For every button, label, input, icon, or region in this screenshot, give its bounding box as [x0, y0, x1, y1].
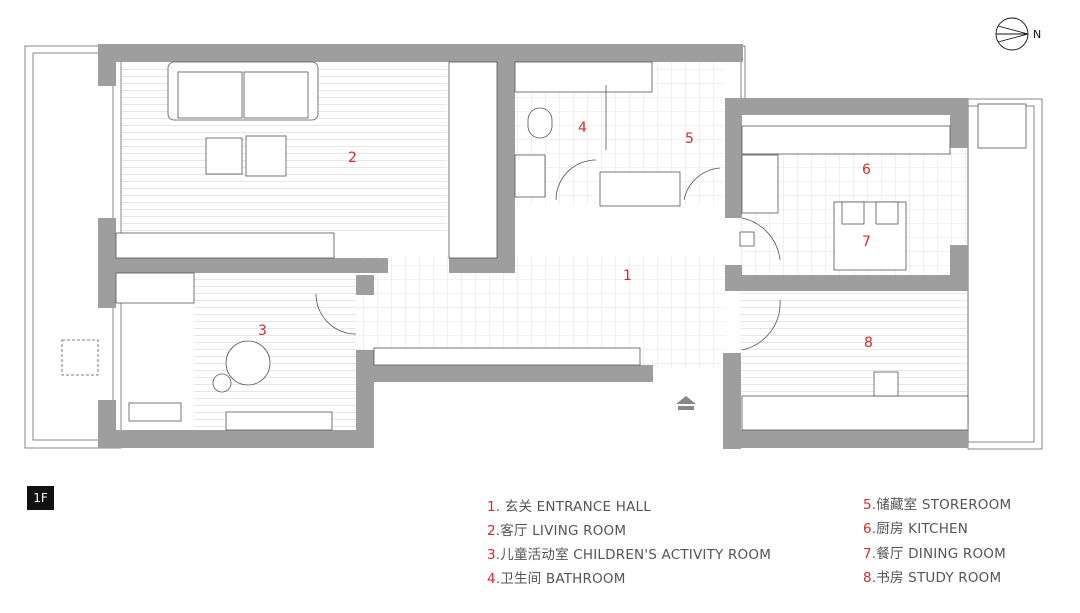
legend-label-1: 1. 玄关 ENTRANCE HALL — [487, 499, 651, 515]
legend-label-7: 7.餐厅 DINING ROOM — [863, 546, 1006, 562]
legend-item-8: 8.书房 STUDY ROOM — [863, 566, 1001, 586]
floor-badge: 1F — [27, 486, 54, 510]
room-number-7: 7 — [862, 234, 871, 250]
room-number-6: 6 — [862, 162, 871, 178]
legend-item-5: 5.储藏室 STOREROOM — [863, 493, 1011, 513]
legend-item-2: 2.客厅 LIVING ROOM — [487, 519, 626, 539]
legend-item-6: 6.厨房 KITCHEN — [863, 517, 968, 537]
walls — [98, 44, 968, 449]
legend-label-8: 8.书房 STUDY ROOM — [863, 570, 1002, 586]
legend-item-7: 7.餐厅 DINING ROOM — [863, 542, 1006, 562]
legend-label-4: 4.卫生间 BATHROOM — [487, 571, 626, 587]
legend-label-6: 6.厨房 KITCHEN — [863, 521, 969, 537]
legend-item-1: 1. 玄关 ENTRANCE HALL — [487, 495, 651, 515]
legend-item-3: 3.儿童活动室 CHILDREN'S ACTIVITY ROOM — [487, 543, 771, 563]
room-number-5: 5 — [685, 131, 694, 147]
entrance-arrow-icon — [676, 396, 696, 410]
room-number-8: 8 — [864, 335, 873, 351]
room-number-4: 4 — [578, 120, 587, 136]
room-number-2: 2 — [348, 150, 357, 166]
room-number-3: 3 — [258, 323, 267, 339]
north-label: N — [1033, 28, 1041, 41]
room-numbers: 1 2 3 4 5 6 7 8 — [258, 120, 873, 351]
legend-item-4: 4.卫生间 BATHROOM — [487, 567, 626, 587]
door-swings — [315, 85, 781, 351]
north-arrow-icon: N — [995, 17, 1041, 51]
fixtures — [61, 61, 1027, 431]
room-number-1: 1 — [623, 268, 632, 284]
legend-label-3: 3.儿童活动室 CHILDREN'S ACTIVITY ROOM — [487, 547, 772, 563]
legend-label-5: 5.储藏室 STOREROOM — [863, 497, 1012, 513]
legend-label-2: 2.客厅 LIVING ROOM — [487, 523, 627, 539]
